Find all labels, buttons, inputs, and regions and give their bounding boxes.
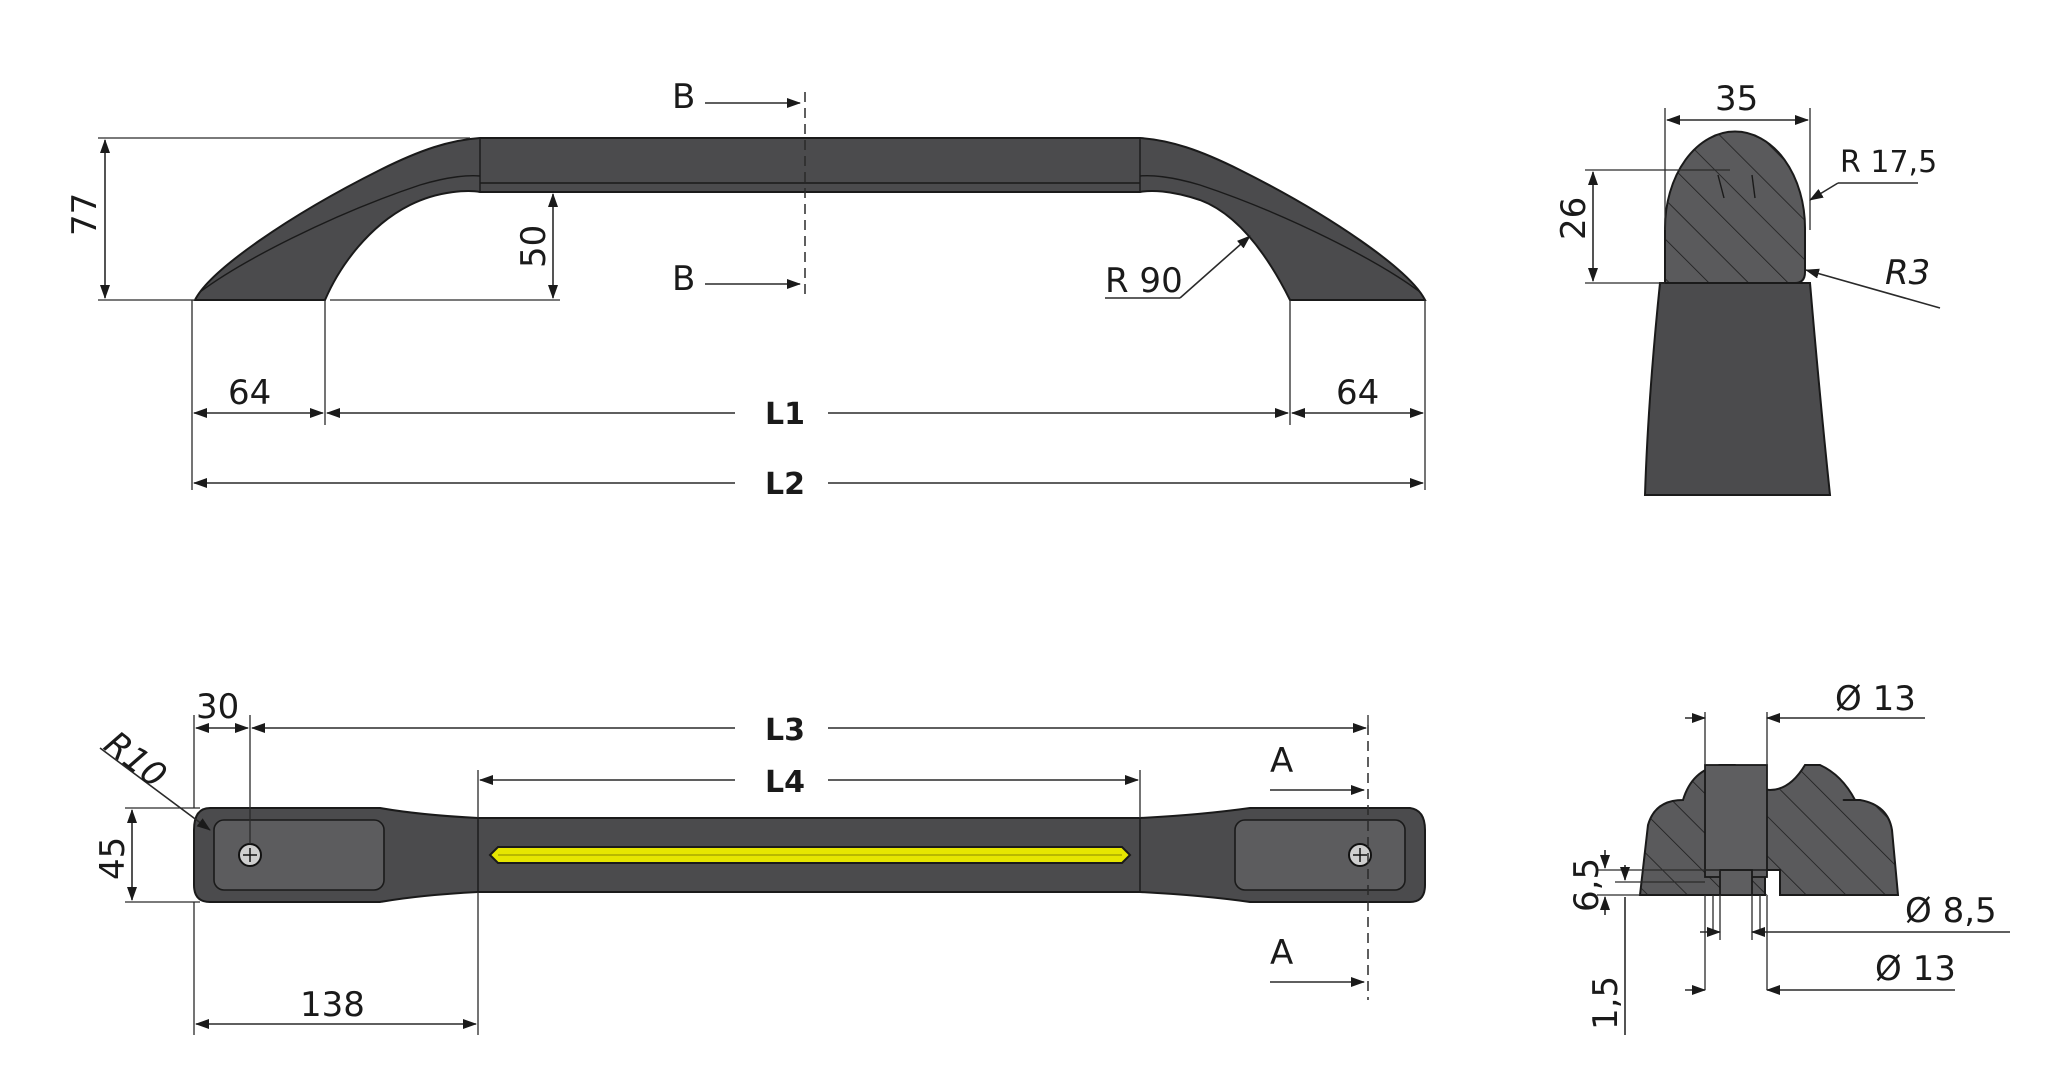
side-handle-body	[193, 137, 1427, 301]
dim-l4: L4	[765, 765, 805, 800]
dim-hole-offset: 30	[196, 687, 239, 727]
top-end-pad-right	[1234, 819, 1406, 891]
section-a-label-top: A	[1270, 741, 1293, 781]
dim-counterbore-dia: Ø 13	[1835, 679, 1916, 719]
dim-end-left: 64	[228, 373, 271, 413]
dim-hole-dia: Ø 8,5	[1905, 891, 1997, 931]
dim-step: 1,5	[1586, 976, 1626, 1030]
dim-overall-height: 77	[65, 193, 105, 236]
section-b-view: 35 R 17,5 26 R3	[1554, 79, 1941, 496]
section-a-label-bottom: A	[1270, 933, 1293, 973]
dim-l1: L1	[765, 397, 805, 432]
side-edge-left	[199, 175, 481, 293]
dim-grip-height: 50	[514, 225, 554, 268]
dim-insert-offset: 138	[300, 985, 365, 1025]
section-b-profile	[1643, 282, 1832, 496]
top-end-pad-left	[213, 819, 385, 891]
dim-depth: 6,5	[1567, 858, 1607, 912]
dim-end-right: 64	[1336, 373, 1379, 413]
side-view: B B 77 50 R 90 64 L1 64 L2	[65, 77, 1427, 502]
dim-section-b-width: 35	[1715, 79, 1758, 119]
dim-bottom-dia: Ø 13	[1875, 949, 1956, 989]
side-edge-right	[1139, 175, 1421, 293]
section-b-label-top: B	[672, 77, 695, 117]
dim-width: 45	[93, 837, 133, 880]
dim-l3: L3	[765, 713, 805, 748]
section-b-label-bottom: B	[672, 259, 695, 299]
dim-corner-radius: R10	[96, 724, 173, 797]
dim-section-b-height: 26	[1554, 197, 1594, 240]
top-view: A A 30 L3 L4 R10 45 138	[93, 687, 1426, 1035]
dim-radius-90: R 90	[1105, 261, 1183, 301]
dim-section-b-radius-top: R 17,5	[1840, 145, 1937, 180]
section-a-view: Ø 13 6,5 Ø 8,5 Ø 13 1,5	[1567, 679, 2010, 1035]
dim-l2: L2	[765, 467, 805, 502]
dim-section-b-radius-corner: R3	[1885, 253, 1930, 293]
